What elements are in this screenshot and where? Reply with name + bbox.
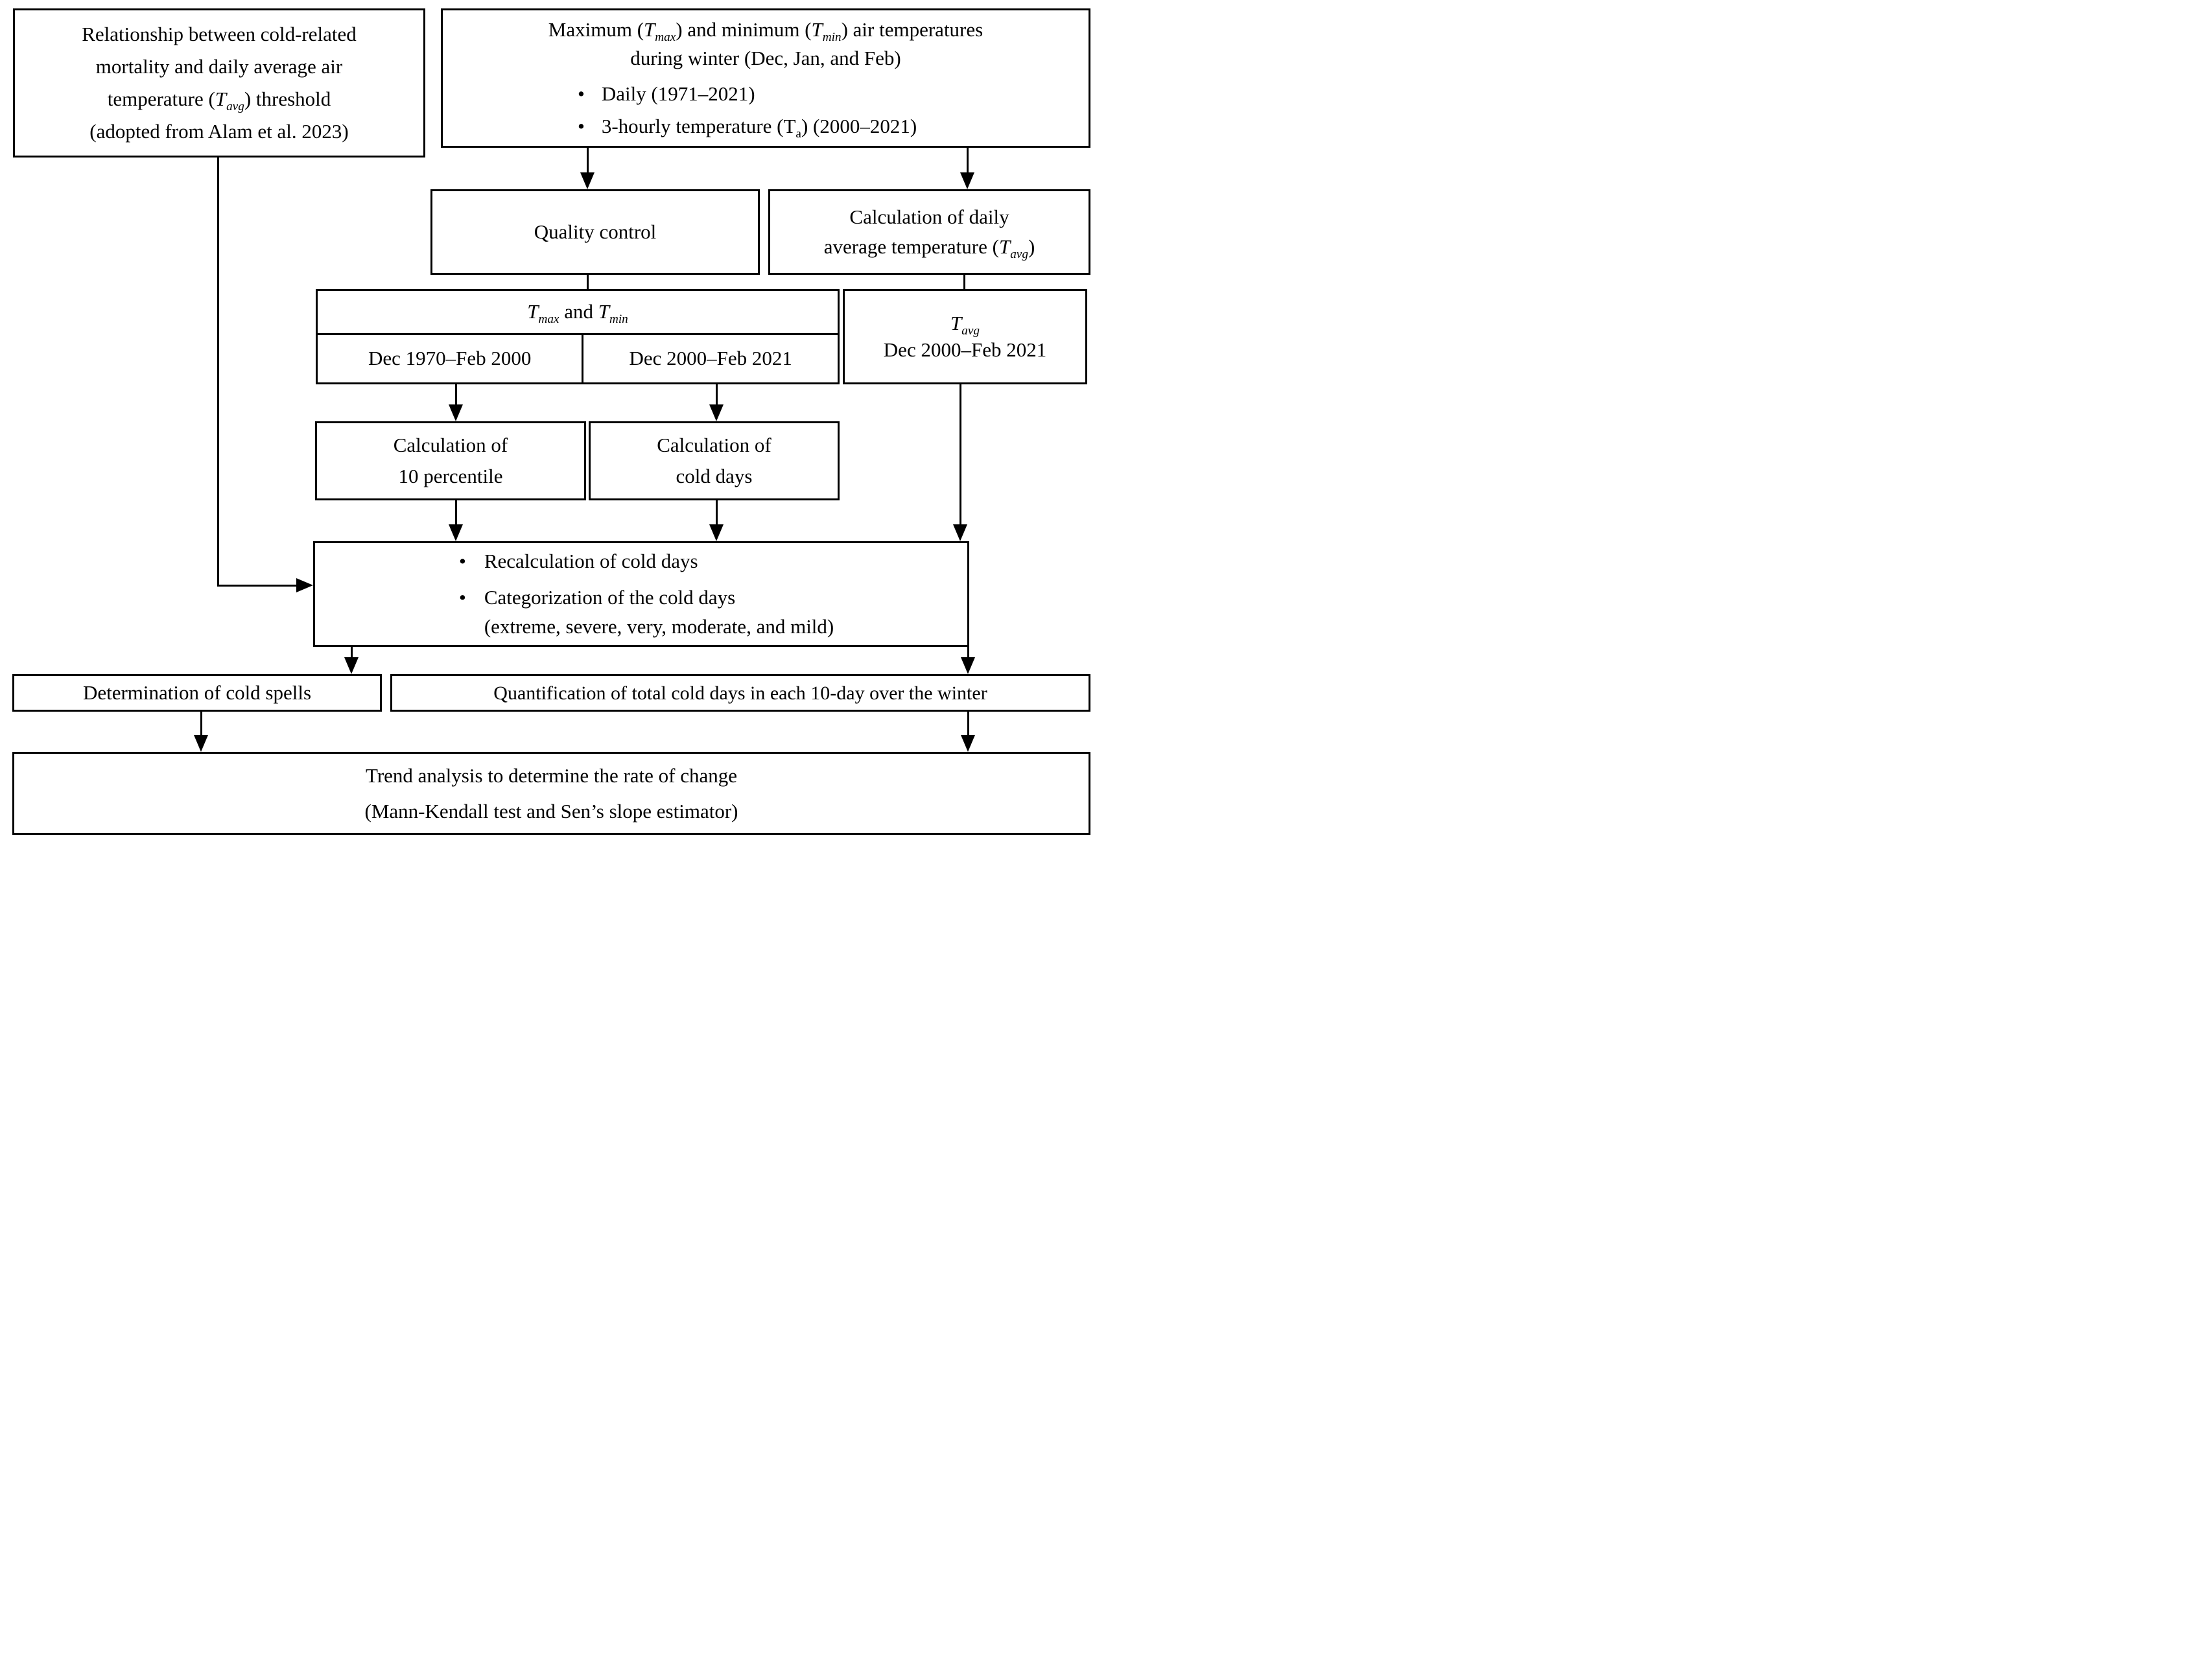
arrowhead-processing-to-quantification: [961, 657, 975, 674]
arrowhead-temps-to-quality: [580, 172, 595, 189]
connector-tavg-to-processing: [960, 384, 961, 526]
connector-colddays-to-processing: [716, 500, 718, 526]
arrowhead-period1-to-percentile: [449, 404, 463, 421]
connector-threshold-down: [217, 158, 219, 587]
node-period-2000-2021: Dec 2000–Feb 2021: [629, 347, 792, 370]
node-tmax-tmin-periods: Dec 1970–Feb 2000 Dec 2000–Feb 2021: [318, 335, 838, 382]
arrowhead-temps-to-dailyavg: [960, 172, 974, 189]
bullet-icon: •: [459, 586, 466, 609]
node-trend-analysis: Trend analysis to determine the rate of …: [12, 752, 1090, 835]
arrowhead-threshold-to-processing: [296, 578, 313, 592]
node-quality-control: Quality control: [430, 189, 760, 275]
connector-threshold-right: [217, 585, 298, 587]
arrowhead-quantification-to-trend: [961, 735, 975, 752]
bullet-recalculation-text: Recalculation of cold days: [484, 550, 698, 573]
arrowhead-period2-to-colddays: [709, 404, 724, 421]
arrowhead-processing-to-spells: [344, 657, 359, 674]
connector-period2-to-colddays: [716, 384, 718, 406]
node-air-temperatures-bullets: • Daily (1971–2021) • 3-hourly temperatu…: [578, 80, 1089, 141]
bullet-categorization-text: Categorization of the cold days(extreme,…: [484, 586, 834, 638]
connector-percentile-to-processing: [455, 500, 457, 526]
connector-period1-to-percentile: [455, 384, 457, 406]
bullet-categorization: • Categorization of the cold days(extrem…: [459, 583, 834, 640]
connector-processing-to-quantification: [967, 647, 969, 659]
bullet-3hourly-text: 3-hourly temperature (Ta) (2000–2021): [601, 114, 917, 141]
node-tmax-tmin: Tmax and Tmin Dec 1970–Feb 2000 Dec 2000…: [316, 289, 840, 384]
node-cold-spells: Determination of cold spells: [12, 674, 382, 712]
node-tmax-tmin-header: Tmax and Tmin: [318, 291, 838, 335]
bullet-3hourly: • 3-hourly temperature (Ta) (2000–2021): [578, 112, 917, 141]
connector-quality-to-tmaxtmin: [587, 275, 589, 289]
node-air-temperatures: Maximum (Tmax) and minimum (Tmin) air te…: [441, 8, 1090, 148]
connector-spells-to-trend: [200, 712, 202, 736]
node-cold-day-processing: • Recalculation of cold days • Categoriz…: [313, 541, 969, 647]
bullet-icon: •: [578, 114, 585, 137]
bullet-recalculation: • Recalculation of cold days: [459, 547, 698, 576]
bullet-icon: •: [459, 550, 466, 573]
bullet-daily: • Daily (1971–2021): [578, 80, 755, 108]
node-period-1970-2000: Dec 1970–Feb 2000: [318, 335, 584, 382]
connector-dailyavg-to-tavg: [963, 275, 965, 289]
connector-quantification-to-trend: [967, 712, 969, 736]
arrowhead-spells-to-trend: [194, 735, 208, 752]
connector-temps-to-dailyavg: [967, 148, 969, 174]
connector-processing-to-spells: [351, 647, 353, 659]
node-cold-day-processing-bullets: • Recalculation of cold days • Categoriz…: [459, 547, 967, 640]
arrowhead-percentile-to-processing: [449, 524, 463, 541]
bullet-icon: •: [578, 82, 585, 105]
connector-temps-to-quality: [587, 148, 589, 174]
arrowhead-colddays-to-processing: [709, 524, 724, 541]
node-air-temperatures-title: Maximum (Tmax) and minimum (Tmin) air te…: [548, 18, 983, 70]
node-quantification: Quantification of total cold days in eac…: [390, 674, 1090, 712]
arrowhead-tavg-to-processing: [953, 524, 967, 541]
bullet-daily-text: Daily (1971–2021): [601, 82, 755, 105]
